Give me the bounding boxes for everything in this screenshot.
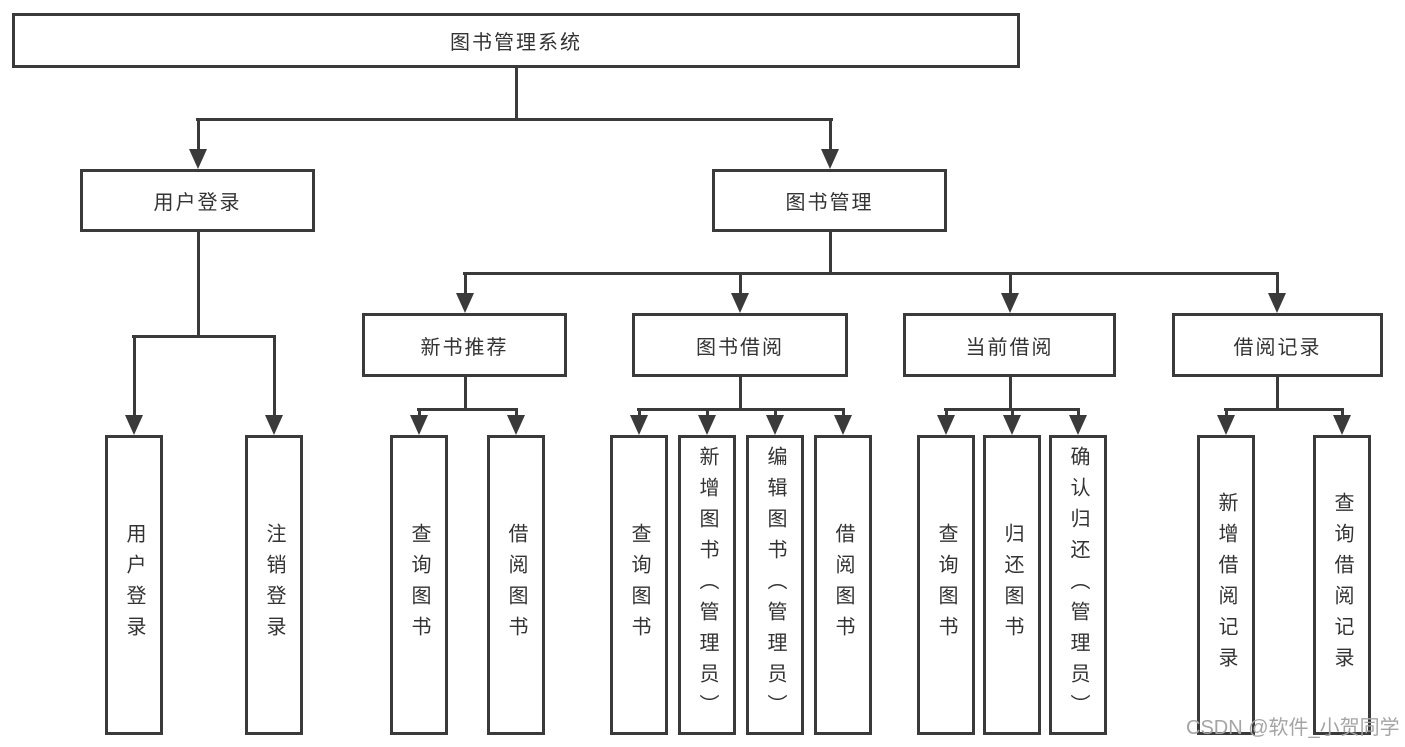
leaf-edit-books-admin: 编辑图书（管理员） <box>746 435 804 735</box>
leaf-confirm-return-admin: 确认归还（管理员） <box>1049 435 1107 735</box>
leaf-label: 编辑图书（管理员） <box>764 445 786 725</box>
connector-rail <box>417 408 518 411</box>
leaf-label: 归还图书 <box>1001 523 1023 647</box>
connector-to-book-management <box>829 118 832 151</box>
arrow-down-icon <box>766 415 784 435</box>
node-book-borrow: 图书借阅 <box>632 313 848 377</box>
node-label: 图书借阅 <box>696 336 784 359</box>
connector-user-login-stem <box>197 232 200 335</box>
leaf-label: 新增借阅记录 <box>1215 492 1237 678</box>
arrow-down-icon <box>1217 415 1235 435</box>
arrow-down-icon <box>1333 415 1351 435</box>
connector-stem <box>739 377 742 408</box>
arrow-down-icon <box>698 415 716 435</box>
leaf-recommend-borrow-books: 借阅图书 <box>487 435 545 735</box>
leaf-recommend-query-books: 查询图书 <box>390 435 448 735</box>
connector-to-leaf <box>1225 408 1228 418</box>
leaf-label: 确认归还（管理员） <box>1067 445 1089 725</box>
leaf-label: 查询图书 <box>935 523 957 647</box>
leaf-label: 新增图书（管理员） <box>696 445 718 725</box>
leaf-label: 借阅图书 <box>832 523 854 647</box>
leaf-label: 借阅图书 <box>505 523 527 647</box>
leaf-label: 用户登录 <box>123 523 145 647</box>
leaf-return-books: 归还图书 <box>983 435 1041 735</box>
connector-level3-rail <box>463 272 1279 275</box>
connector-to-user-login <box>197 118 200 151</box>
leaf-label: 查询借阅记录 <box>1331 492 1353 678</box>
node-current-borrow: 当前借阅 <box>903 313 1116 377</box>
connector-to-leaf <box>1077 408 1080 418</box>
connector-to-leaf <box>273 335 276 417</box>
connector-to-current-borrow <box>1009 272 1012 295</box>
node-new-book-recommend: 新书推荐 <box>362 313 567 377</box>
leaf-label: 查询图书 <box>408 523 430 647</box>
connector-to-leaf <box>133 335 136 417</box>
leaf-current-query-books: 查询图书 <box>917 435 975 735</box>
connector-to-leaf <box>1341 408 1344 418</box>
connector-to-leaf <box>945 408 948 418</box>
node-borrow-records: 借阅记录 <box>1172 313 1383 377</box>
connector-stem <box>1276 377 1279 408</box>
connector-user-login-rail <box>132 335 276 338</box>
connector-to-leaf <box>515 408 518 418</box>
connector-to-leaf <box>774 408 777 418</box>
arrow-down-icon <box>1003 415 1021 435</box>
arrow-down-icon <box>937 415 955 435</box>
arrow-down-icon <box>410 415 428 435</box>
connector-book-management-stem <box>829 232 832 272</box>
connector-stem <box>464 377 467 408</box>
arrow-down-icon <box>821 149 839 169</box>
node-library-management-system: 图书管理系统 <box>12 13 1020 68</box>
connector-to-borrow-records <box>1276 272 1279 295</box>
leaf-query-borrow-record: 查询借阅记录 <box>1313 435 1371 735</box>
connector-stem <box>1009 377 1012 408</box>
connector-rail <box>637 408 845 411</box>
arrow-down-icon <box>189 149 207 169</box>
arrow-down-icon <box>834 415 852 435</box>
leaf-add-books-admin: 新增图书（管理员） <box>678 435 736 735</box>
leaf-user-login: 用户登录 <box>105 435 163 735</box>
node-label: 图书管理系统 <box>450 32 582 54</box>
node-label: 新书推荐 <box>420 336 509 359</box>
connector-to-leaf <box>842 408 845 418</box>
connector-rail <box>1224 408 1344 411</box>
node-book-management: 图书管理 <box>712 169 947 232</box>
leaf-label: 查询图书 <box>628 523 650 647</box>
arrow-down-icon <box>630 415 648 435</box>
leaf-borrow-query-books: 查询图书 <box>610 435 668 735</box>
arrow-down-icon <box>265 415 283 435</box>
leaf-add-borrow-record: 新增借阅记录 <box>1197 435 1255 735</box>
connector-to-book-borrow <box>739 272 742 295</box>
connector-to-new-book-recommend <box>464 272 467 295</box>
node-label: 用户登录 <box>153 192 242 214</box>
arrow-down-icon <box>731 293 749 313</box>
connector-level2-rail <box>196 118 833 121</box>
arrow-down-icon <box>125 415 143 435</box>
connector-to-leaf <box>418 408 421 418</box>
arrow-down-icon <box>507 415 525 435</box>
connector-root-stem <box>515 68 518 118</box>
node-label: 图书管理 <box>785 192 874 214</box>
node-label: 借阅记录 <box>1233 336 1322 359</box>
connector-to-leaf <box>1011 408 1014 418</box>
leaf-label: 注销登录 <box>263 523 285 647</box>
arrow-down-icon <box>1268 293 1286 313</box>
node-user-login: 用户登录 <box>80 169 315 232</box>
leaf-logout: 注销登录 <box>245 435 303 735</box>
arrow-down-icon <box>456 293 474 313</box>
connector-to-leaf <box>706 408 709 418</box>
node-label: 当前借阅 <box>965 336 1054 359</box>
connector-to-leaf <box>638 408 641 418</box>
arrow-down-icon <box>1069 415 1087 435</box>
arrow-down-icon <box>1001 293 1019 313</box>
leaf-borrow-books: 借阅图书 <box>814 435 872 735</box>
csdn-watermark: CSDN @软件_小贺同学 <box>1186 717 1400 739</box>
